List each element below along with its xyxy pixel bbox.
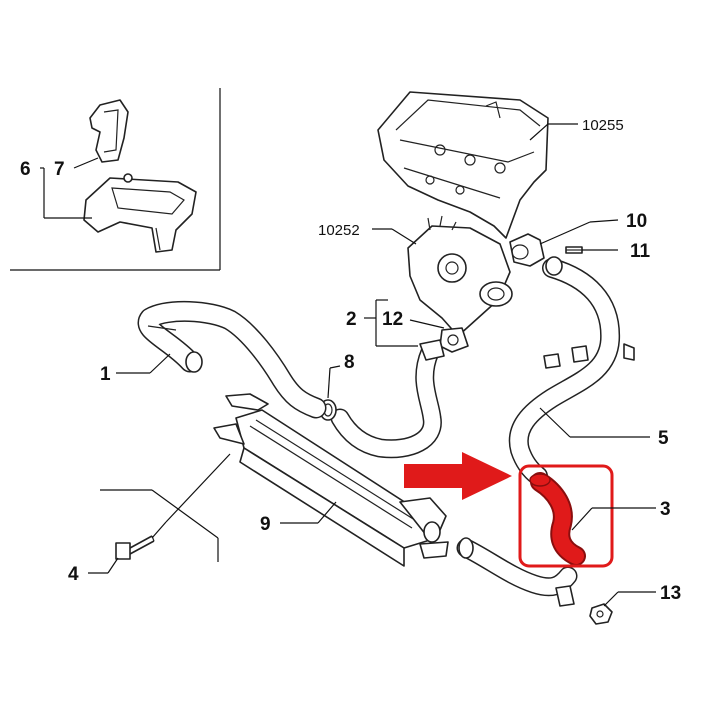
part-11-bolt bbox=[565, 246, 583, 254]
part-6-holder bbox=[83, 173, 197, 253]
reference-lines bbox=[100, 453, 231, 562]
part-4-bolt bbox=[115, 535, 155, 560]
label-12: 12 bbox=[382, 309, 403, 330]
part-3-hose-highlighted bbox=[529, 472, 586, 566]
part-labels: 6 7 1 2 12 8 9 4 10 11 5 3 13 10255 1025… bbox=[20, 117, 681, 604]
label-4: 4 bbox=[68, 564, 79, 585]
label-2: 2 bbox=[346, 309, 357, 330]
label-9: 9 bbox=[260, 514, 271, 535]
label-1: 1 bbox=[100, 364, 111, 385]
inset-leaders bbox=[40, 157, 99, 219]
leader-lines bbox=[88, 123, 656, 607]
part-12-gasket bbox=[439, 327, 469, 353]
part-2-hose bbox=[330, 339, 445, 459]
inset-frame bbox=[10, 88, 221, 271]
part-7-clip bbox=[89, 99, 129, 163]
label-10255: 10255 bbox=[582, 117, 624, 134]
part-5-hose bbox=[508, 256, 635, 486]
part-1-hose bbox=[137, 301, 327, 419]
label-5: 5 bbox=[658, 428, 669, 449]
label-7: 7 bbox=[54, 159, 65, 180]
intake-manifold bbox=[377, 91, 549, 239]
label-6: 6 bbox=[20, 159, 31, 180]
part-13-nut bbox=[589, 603, 613, 625]
label-10252: 10252 bbox=[318, 222, 360, 239]
highlight-frame bbox=[518, 464, 614, 568]
part-9-intercooler bbox=[213, 393, 449, 567]
arrow-right-icon bbox=[404, 452, 512, 500]
label-11: 11 bbox=[630, 241, 651, 262]
turbocharger bbox=[407, 215, 513, 337]
outlet-pipe bbox=[456, 537, 578, 607]
part-10-connector bbox=[509, 233, 545, 267]
label-10: 10 bbox=[626, 211, 647, 232]
label-13: 13 bbox=[660, 583, 681, 604]
label-3: 3 bbox=[660, 499, 671, 520]
label-8: 8 bbox=[344, 352, 355, 373]
